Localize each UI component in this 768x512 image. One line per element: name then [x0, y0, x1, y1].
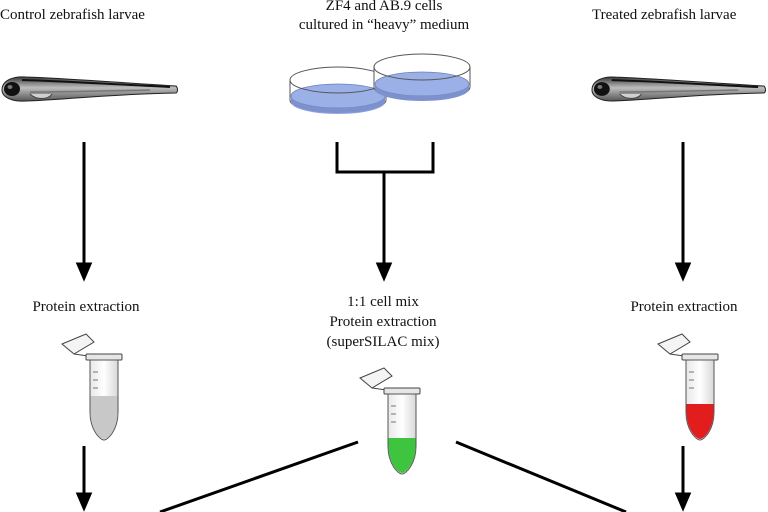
mix-down-arrowhead: [375, 262, 393, 282]
mix-to-right-arrow: [455, 440, 627, 512]
mix-to-left-arrow: [159, 440, 359, 512]
treated-lower-arrowhead: [674, 492, 692, 512]
left-protein-extraction-label: Protein extraction: [32, 299, 140, 315]
mix-label-line1: 1:1 cell mix: [347, 294, 419, 310]
mix-tube-liquid: [388, 438, 416, 473]
treated-down-arrowhead: [674, 262, 692, 282]
cells-label-line2: cultured in “heavy” medium: [298, 17, 470, 33]
arrows: [75, 142, 692, 512]
control-fish-icon: [1, 75, 179, 103]
control-tube-icon: [61, 333, 123, 441]
petri-dish-back: [289, 66, 387, 114]
mix-tube-icon: [359, 367, 421, 475]
mix-label-line3: (superSILAC mix): [326, 334, 440, 350]
petri-dish-front: [373, 53, 471, 101]
mix-label-line2: Protein extraction: [329, 314, 437, 330]
control-tube-liquid: [90, 396, 118, 439]
treated-tube-icon: [657, 333, 719, 441]
control-lower-arrowhead: [75, 492, 93, 512]
treated-fish-icon: [590, 75, 767, 103]
petri-dishes-icon: [289, 53, 471, 114]
right-protein-extraction-label: Protein extraction: [630, 299, 738, 315]
treated-larvae-label: Treated zebrafish larvae: [592, 7, 737, 23]
dish-merge-bracket: [335, 142, 435, 174]
control-down-arrowhead: [75, 262, 93, 282]
control-larvae-label: Control zebrafish larvae: [0, 7, 145, 23]
treated-tube-liquid: [686, 404, 714, 439]
cells-label-line1: ZF4 and AB.9 cells: [325, 0, 443, 14]
